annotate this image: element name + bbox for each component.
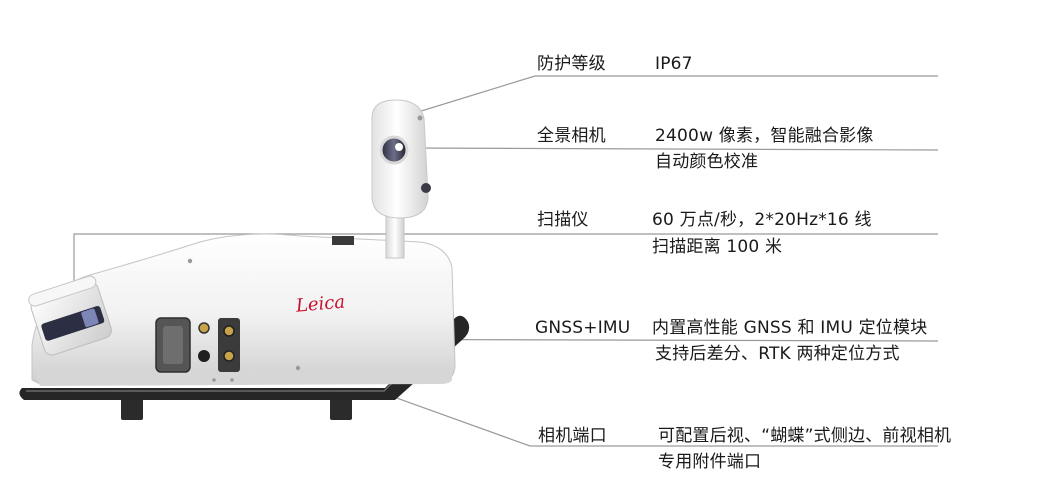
foot-right	[330, 398, 352, 420]
leader-line-protection	[417, 75, 938, 113]
spec-camera-line-1: 2400w 像素，智能融合影像	[655, 126, 874, 146]
spec-gnss-line-1: 内置高性能 GNSS 和 IMU 定位模块	[652, 318, 928, 338]
spec-camera-line-2: 自动颜色校准	[655, 152, 759, 172]
camera-lens-rear	[421, 183, 431, 193]
spec-gnss-line-2: 支持后差分、RTK 两种定位方式	[655, 344, 900, 364]
port-panel	[155, 317, 240, 373]
scanner-cap	[28, 275, 97, 307]
battery-door-inset	[163, 326, 183, 364]
camera-sensor-top	[417, 115, 423, 121]
screw-2	[295, 365, 301, 371]
spec-camera-port-label: 相机端口	[538, 426, 607, 446]
screw-4	[230, 378, 234, 382]
port-1	[198, 322, 210, 334]
leader-line-camera-port	[379, 391, 938, 447]
screw-3	[212, 378, 216, 382]
port-3	[223, 325, 235, 337]
spec-scanner-label: 扫描仪	[537, 210, 589, 230]
spec-scanner-line-1: 60 万点/秒，2*20Hz*16 线	[652, 210, 872, 230]
panoramic-camera	[371, 99, 431, 259]
port-4	[223, 350, 235, 362]
spec-protection-line-1: IP67	[655, 54, 693, 74]
screw-1	[187, 258, 193, 264]
main-body	[31, 233, 456, 386]
spec-camera-label: 全景相机	[537, 126, 606, 146]
leader-line-scanner	[73, 233, 938, 300]
leica-logo: Leica	[294, 291, 346, 316]
camera-lens-glint	[395, 143, 403, 151]
spec-camera-port-line-2: 专用附件端口	[658, 452, 762, 472]
spec-scanner-line-2: 扫描距离 100 米	[652, 237, 783, 257]
laser-scanner	[28, 275, 112, 356]
foot-left	[121, 398, 143, 420]
spec-camera-port-line-1: 可配置后视、“蝴蝶”式侧边、前视相机	[658, 426, 952, 446]
leader-line-camera	[403, 147, 939, 151]
spec-gnss-label: GNSS+IMU	[535, 318, 631, 338]
spec-protection-label: 防护等级	[537, 54, 606, 74]
port-2	[198, 350, 210, 362]
camera-lens	[379, 135, 409, 165]
body-lower-band	[34, 368, 452, 386]
top-handle-grip	[332, 236, 354, 245]
scanner-window-glint	[81, 308, 99, 328]
